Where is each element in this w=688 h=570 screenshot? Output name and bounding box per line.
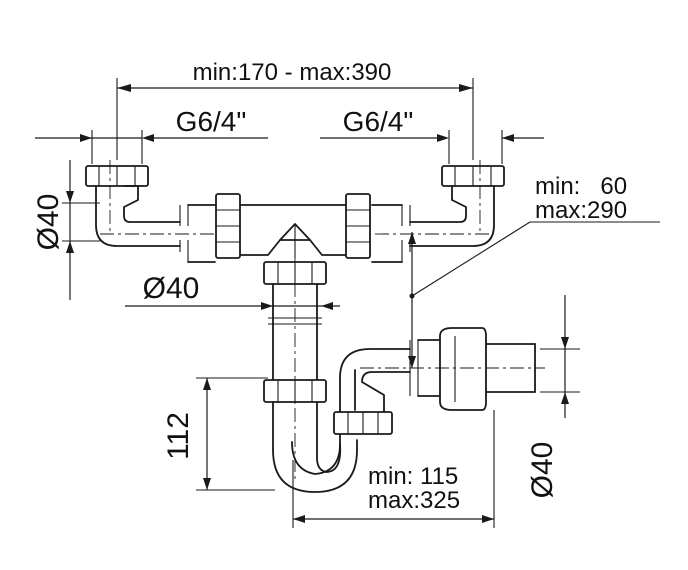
trap-height-label: 112 [162,412,195,460]
u-trap-bowl [272,411,393,493]
depth-range-line1: min: 60 [535,173,627,200]
central-tee [215,193,371,285]
inlet-diameter-dimension: Ø40 [32,160,100,300]
outlet-range-line1: min: 115 [368,463,458,490]
vertical-standpipe [263,258,327,480]
thread-left-label: G6/4" [176,106,247,137]
outlet-diameter-label: Ø40 [526,442,559,499]
outlet-elbow [339,327,545,413]
outlet-diameter-dimension: Ø40 [526,295,580,498]
right-inlet-elbow [371,160,505,263]
depth-range-dimension: min: 60 max:290 [408,173,660,368]
inlet-diameter-label: Ø40 [32,194,65,251]
outlet-range-line2: max:325 [368,487,460,514]
standpipe-diameter-label: Ø40 [143,272,200,305]
outlet-range-dimension: min: 115 max:325 [292,410,495,528]
top-span-dimension: min:170 - max:390 [116,59,474,160]
depth-range-line2: max:290 [535,197,627,224]
trap-height-dimension: 112 [162,377,275,491]
thread-dimensions: G6/4" G6/4" [35,106,544,164]
standpipe-diameter-dimension: Ø40 [125,272,340,310]
thread-right-label: G6/4" [343,106,414,137]
top-span-label: min:170 - max:390 [193,59,392,86]
left-inlet-elbow [85,160,216,263]
